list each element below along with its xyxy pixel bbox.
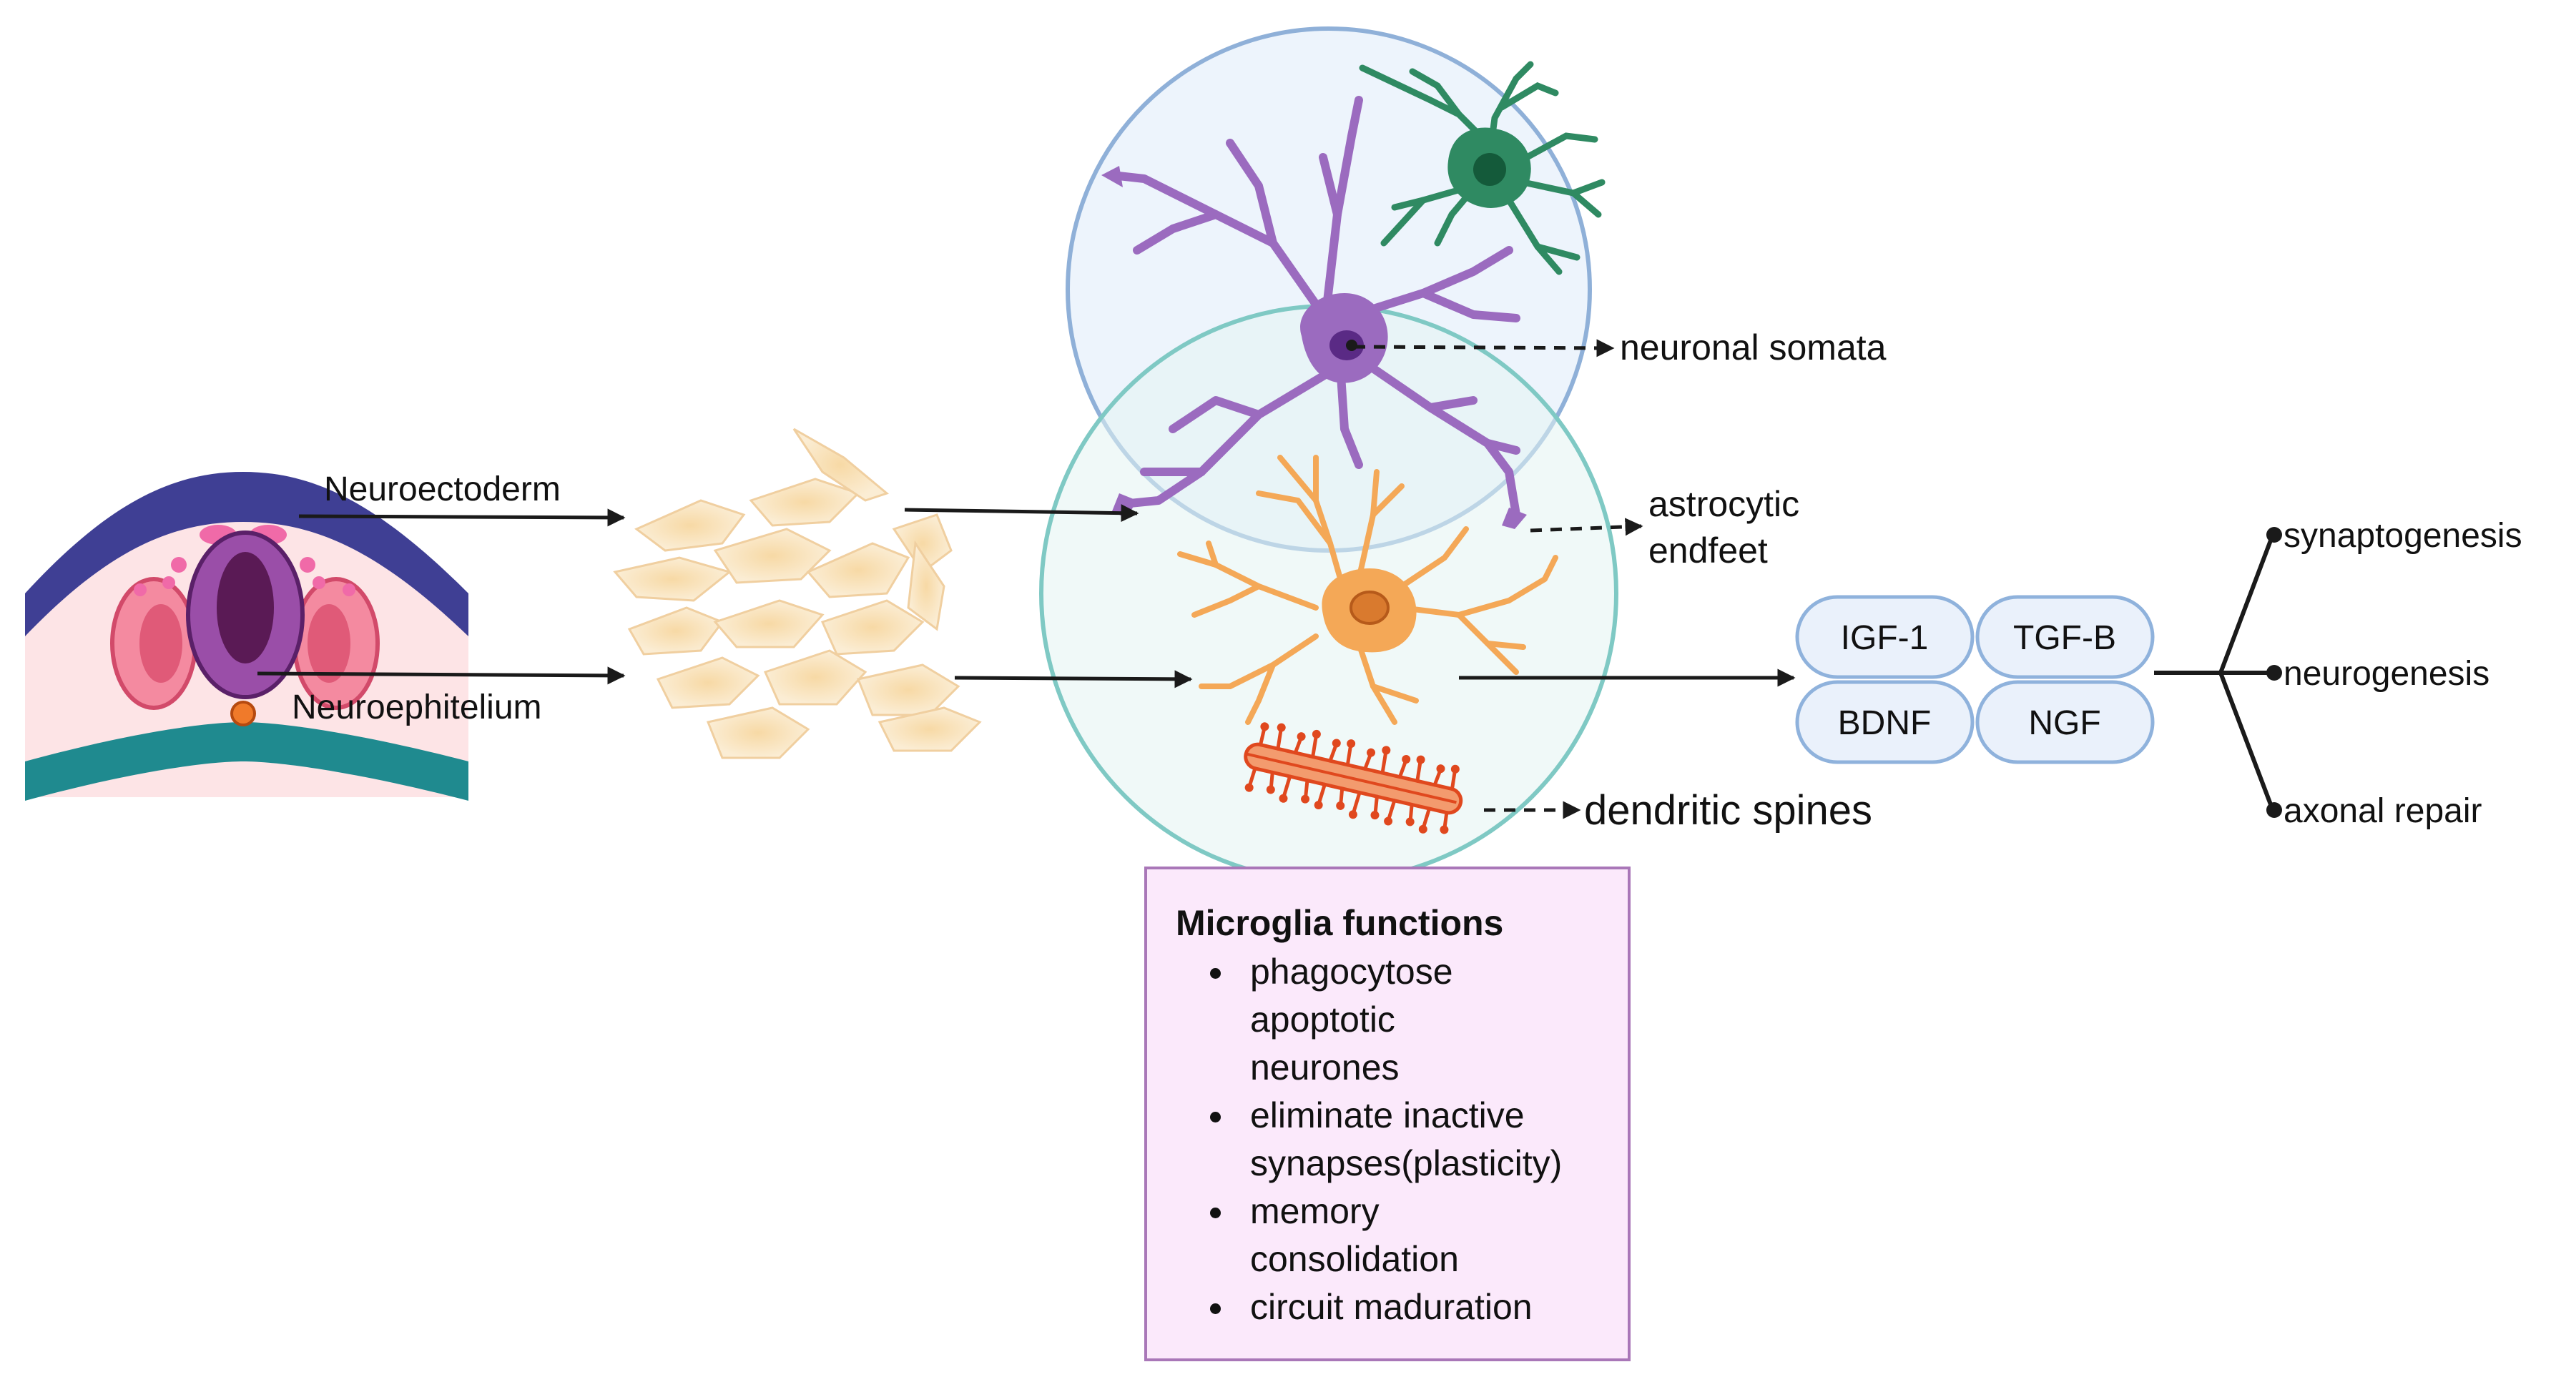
microglia-functions-box: Microglia functions phagocytose apoptoti… [1144, 867, 1631, 1361]
microglia-illustration [1177, 455, 1558, 725]
neuroectoderm-layer [25, 472, 468, 636]
neural-crest-cell [162, 576, 175, 589]
function-text: consolidation [1250, 1239, 1459, 1279]
progenitor-cell [713, 599, 825, 648]
function-item-circuit: circuit maduration [1176, 1283, 1606, 1331]
progenitor-cell [713, 528, 832, 584]
function-text: memory [1250, 1191, 1380, 1231]
label-neuroephitelium: Neuroephitelium [292, 688, 542, 726]
outcome-dot [2266, 665, 2282, 681]
progenitor-cell [634, 499, 746, 552]
arrows [257, 504, 1796, 688]
factor-box-ngf [1975, 680, 2155, 764]
soma-marker-dot [1346, 340, 1357, 351]
progenitor-cell [627, 606, 724, 656]
dashed-arrows [1353, 339, 1643, 819]
somite-right-core [308, 604, 350, 683]
astrocyte-nucleus [1473, 153, 1506, 186]
microglia-nucleus [1350, 591, 1390, 625]
outcome-dot [2266, 802, 2282, 818]
progenitor-cell [792, 428, 890, 502]
factor-label-bdnf: BDNF [1838, 704, 1932, 742]
progenitor-cell [763, 649, 867, 706]
function-text: phagocytose [1250, 952, 1453, 992]
outcome-dot [2266, 527, 2282, 543]
neural-crest-cell [171, 557, 187, 573]
outcome-synaptogenesis: synaptogenesis [2284, 517, 2522, 555]
progenitor-cell [907, 540, 945, 631]
neural-crest-cell [134, 583, 147, 596]
microglia-functions-title: Microglia functions [1176, 903, 1504, 943]
arrow-neuroectoderm [298, 508, 626, 527]
function-item-eliminate-synapses: eliminate inactive synapses(plasticity) [1176, 1092, 1606, 1188]
function-text: eliminate inactive [1250, 1095, 1525, 1135]
function-text: apoptotic [1250, 1000, 1395, 1040]
factor-label-ngf: NGF [2028, 704, 2100, 742]
neuron-endfoot [1101, 166, 1123, 187]
progenitor-cell [749, 478, 860, 527]
neural-tube-illustration [25, 472, 468, 801]
neural-tube-lumen [217, 552, 274, 663]
function-text: circuit maduration [1250, 1287, 1533, 1327]
arrow-neuroephitelium [257, 666, 626, 685]
growth-factors-group: IGF-1 TGF-B BDNF NGF [1795, 595, 2155, 764]
neural-crest-cell [343, 583, 355, 596]
arrow-to-neuron [904, 504, 1139, 523]
function-item-phagocytose: phagocytose apoptotic neurones [1176, 948, 1606, 1092]
outcome-neurogenesis: neurogenesis [2284, 655, 2489, 693]
outcome-axonal-repair: axonal repair [2284, 792, 2482, 830]
neural-crest-cell [313, 576, 325, 589]
factor-box-igf1 [1795, 595, 1975, 679]
label-endfeet: endfeet [1648, 530, 1768, 571]
outcomes-branch [2154, 533, 2275, 811]
factor-label-tgfb: TGF-B [2013, 619, 2116, 657]
neuron-illustration [1108, 96, 1520, 519]
progenitor-cell [656, 656, 760, 709]
neural-crest-cell [300, 557, 315, 573]
factor-box-tgfb [1975, 595, 2155, 679]
function-text: neurones [1250, 1047, 1400, 1087]
label-neuronal-somata: neuronal somata [1620, 327, 1887, 367]
progenitor-cell [706, 706, 810, 759]
progenitor-cell [856, 663, 960, 716]
progenitor-cell [806, 542, 910, 598]
notochord [230, 701, 256, 726]
label-dendritic-spines: dendritic spines [1584, 787, 1872, 834]
arrow-to-microglia [954, 670, 1193, 688]
somite-left-core [139, 604, 182, 683]
label-neuroectoderm: Neuroectoderm [324, 470, 561, 508]
dendrite-illustration [1244, 722, 1463, 834]
progenitor-cell [613, 556, 732, 602]
function-text: synapses(plasticity) [1250, 1143, 1563, 1183]
progenitor-cell [877, 706, 982, 752]
progenitor-cells-cluster [613, 428, 982, 759]
progenitor-cell [820, 599, 925, 656]
dashed-arrow-somata [1353, 339, 1615, 357]
function-item-memory: memory consolidation [1176, 1188, 1606, 1283]
ectoderm-lower-layer [25, 722, 468, 801]
label-astrocytic: astrocytic [1648, 484, 1799, 524]
factor-label-igf1: IGF-1 [1841, 619, 1929, 657]
neuron-endfoot [1502, 508, 1527, 529]
microglia-functions-list: phagocytose apoptotic neurones eliminate… [1176, 948, 1606, 1331]
factor-box-bdnf [1795, 680, 1975, 764]
